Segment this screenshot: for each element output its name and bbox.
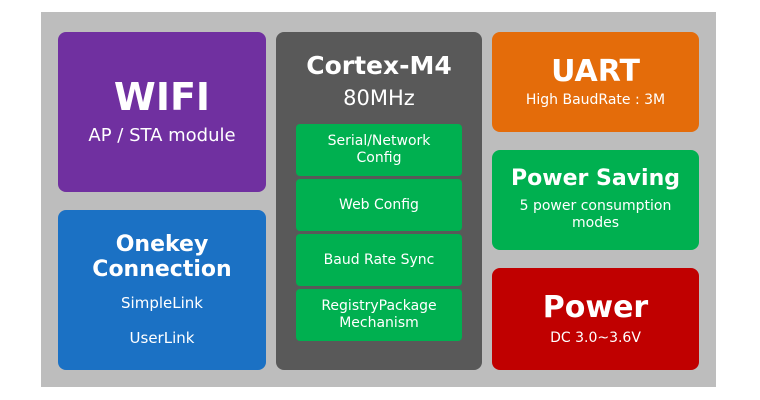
cpu-feature-list: Serial/Network Config Web Config Baud Ra… bbox=[296, 124, 462, 344]
onekey-block: Onekey Connection SimpleLink UserLink bbox=[58, 210, 266, 370]
feature-web-config: Web Config bbox=[296, 179, 462, 231]
power-subtitle: DC 3.0~3.6V bbox=[550, 329, 641, 346]
power-block: Power DC 3.0~3.6V bbox=[492, 268, 699, 370]
cpu-block: Cortex-M4 80MHz Serial/Network Config We… bbox=[276, 32, 482, 370]
power-saving-block: Power Saving 5 power consumption modes bbox=[492, 150, 699, 250]
onekey-title: Onekey Connection bbox=[92, 232, 232, 282]
wifi-block: WIFI AP / STA module bbox=[58, 32, 266, 192]
uart-subtitle: High BaudRate : 3M bbox=[525, 91, 666, 108]
feature-serial-network-config: Serial/Network Config bbox=[296, 124, 462, 176]
wifi-subtitle: AP / STA module bbox=[88, 124, 236, 146]
wifi-title: WIFI bbox=[113, 74, 211, 119]
power-saving-subtitle: 5 power consumption modes bbox=[519, 197, 672, 232]
feature-registry-package-mechanism: RegistryPackage Mechanism bbox=[296, 289, 462, 341]
uart-title: UART bbox=[551, 53, 640, 89]
cpu-title: Cortex-M4 bbox=[306, 51, 452, 80]
onekey-item-userlink: UserLink bbox=[129, 328, 195, 347]
onekey-item-simplelink: SimpleLink bbox=[121, 293, 203, 312]
cpu-frequency: 80MHz bbox=[343, 85, 415, 110]
uart-block: UART High BaudRate : 3M bbox=[492, 32, 699, 132]
feature-baud-rate-sync: Baud Rate Sync bbox=[296, 234, 462, 286]
power-title: Power bbox=[542, 289, 649, 325]
power-saving-title: Power Saving bbox=[511, 166, 680, 192]
